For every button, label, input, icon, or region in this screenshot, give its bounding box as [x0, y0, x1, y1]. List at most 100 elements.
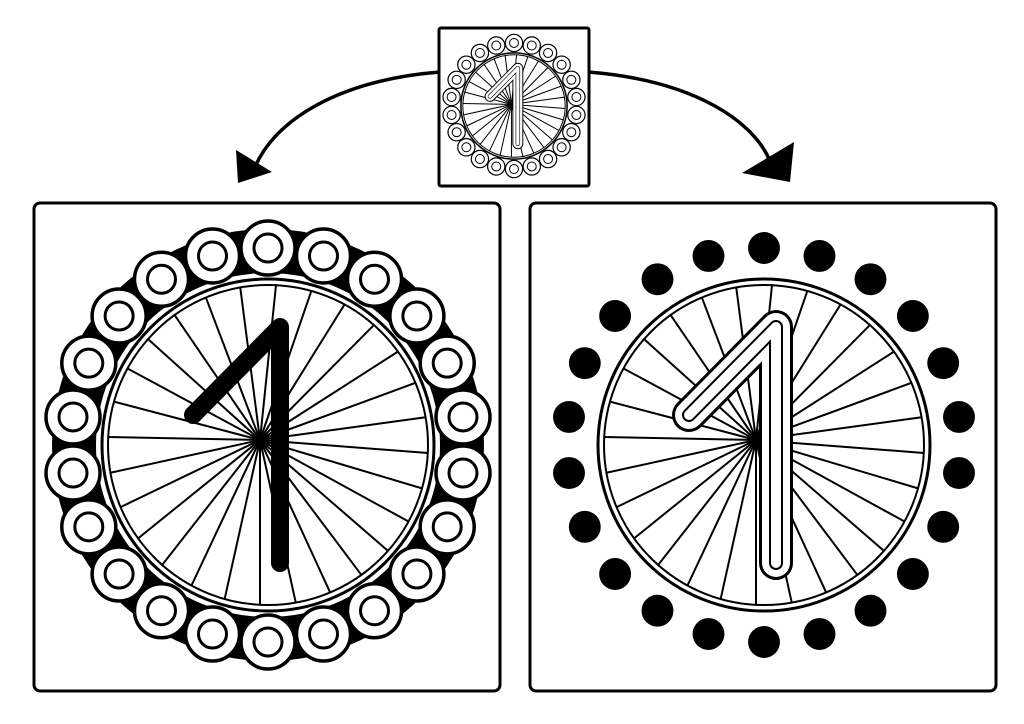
- right-panel-outlined-numeral: [553, 232, 975, 658]
- border-ring-inner: [447, 401, 479, 433]
- border-ring-inner: [446, 109, 457, 120]
- border-ring-inner: [566, 74, 577, 85]
- border-ring-inner: [359, 263, 391, 295]
- border-dot: [553, 401, 585, 433]
- border-dot: [692, 240, 725, 272]
- border-dot: [927, 347, 960, 380]
- border-dot: [896, 300, 929, 332]
- arrow-head-left: [236, 150, 272, 183]
- border-ring-inner: [526, 40, 537, 51]
- sun-ray-spoke: [489, 104, 512, 152]
- border-ring-inner: [447, 457, 479, 489]
- border-dot: [803, 240, 836, 272]
- source-panel: [442, 33, 586, 179]
- sun-ray-spoke: [633, 439, 757, 540]
- border-ring-inner: [73, 347, 105, 379]
- sun-ray-spoke: [223, 439, 261, 600]
- border-ring-inner: [359, 595, 391, 627]
- sun-ray-spoke: [479, 104, 512, 145]
- border-ring-inner: [145, 595, 177, 627]
- border-ring-inner: [308, 240, 340, 272]
- sun-ray-spoke: [463, 103, 512, 116]
- border-ring-inner: [491, 161, 502, 172]
- border-dot: [553, 457, 585, 489]
- border-dot: [854, 263, 887, 296]
- arrow-head-right: [742, 142, 794, 182]
- border-ring-inner: [196, 618, 228, 650]
- numeral-one-inner-track-fill: [684, 322, 781, 568]
- border-ring-inner: [145, 263, 177, 295]
- border-ring-inner: [509, 37, 519, 48]
- sun-ray-spoke: [686, 439, 757, 586]
- sun-ray-spoke: [604, 436, 757, 441]
- border-ring-inner: [491, 40, 502, 51]
- border-ring-inner: [103, 300, 135, 332]
- border-ring-inner: [252, 626, 284, 658]
- sun-ray-spoke: [173, 314, 261, 441]
- border-ring-inner: [451, 127, 462, 138]
- sun-ray-spoke: [110, 439, 261, 474]
- border-dot: [927, 510, 960, 543]
- border-dot: [803, 618, 836, 650]
- border-ring-inner: [556, 142, 567, 153]
- border-dot: [748, 232, 780, 264]
- sun-ray-spoke: [606, 439, 757, 474]
- border-ring-inner: [196, 240, 228, 272]
- sun-ray-spoke: [472, 104, 512, 137]
- border-ring-inner: [73, 511, 105, 543]
- numeral-one-solid: [184, 318, 289, 572]
- sun-ray-spoke: [108, 436, 261, 441]
- border-ring-inner: [252, 232, 284, 264]
- border-ring-inner: [509, 164, 519, 175]
- border-dot: [692, 618, 725, 650]
- border-dot: [943, 457, 975, 489]
- border-ring-inner: [401, 558, 433, 590]
- sun-ray-spoke: [719, 439, 757, 600]
- border-dot: [854, 594, 887, 627]
- border-ring-inner: [446, 92, 457, 103]
- border-ring-inner: [543, 154, 554, 165]
- border-dot: [641, 594, 674, 627]
- sun-ray-spoke: [259, 285, 277, 441]
- numeral-one-inner-track-fill: [488, 66, 520, 146]
- border-dot: [748, 626, 780, 658]
- left-panel-solid-numeral: [44, 219, 492, 671]
- sun-ray-spoke: [616, 439, 757, 509]
- border-ring-inner: [526, 161, 537, 172]
- sun-ray-spoke: [499, 104, 512, 156]
- border-dot: [896, 558, 929, 590]
- border-ring-inner: [474, 154, 485, 165]
- border-ring-inner: [571, 109, 582, 120]
- border-ring-inner: [461, 59, 472, 70]
- sun-ray-spoke: [161, 439, 261, 566]
- border-dot: [568, 510, 601, 543]
- border-dot: [641, 263, 674, 296]
- border-dot: [943, 401, 975, 433]
- border-ring-inner: [474, 47, 485, 58]
- sun-ray-spoke: [147, 338, 261, 441]
- border-ring-inner: [461, 142, 472, 153]
- sun-ray-spoke: [190, 439, 261, 586]
- arrow-to-right-panel: [587, 70, 776, 173]
- sun-ray-spoke: [137, 439, 261, 540]
- border-ring-inner: [556, 59, 567, 70]
- sun-ray-spoke: [120, 439, 261, 509]
- border-ring-inner: [571, 92, 582, 103]
- border-ring-inner: [308, 618, 340, 650]
- border-dot: [599, 300, 632, 332]
- sun-ray-spoke: [657, 439, 757, 566]
- border-ring-inner: [566, 127, 577, 138]
- border-dot: [599, 558, 632, 590]
- border-ring-inner: [57, 401, 89, 433]
- border-ring-inner: [543, 47, 554, 58]
- border-dot: [568, 347, 601, 380]
- sun-ray-spoke: [462, 102, 512, 105]
- arrow-to-left-panel: [250, 70, 441, 176]
- sun-ray-spoke: [466, 103, 512, 127]
- border-ring-inner: [431, 511, 463, 543]
- border-ring-inner: [401, 300, 433, 332]
- border-ring-inner: [451, 74, 462, 85]
- border-ring-inner: [57, 457, 89, 489]
- border-ring-inner: [431, 347, 463, 379]
